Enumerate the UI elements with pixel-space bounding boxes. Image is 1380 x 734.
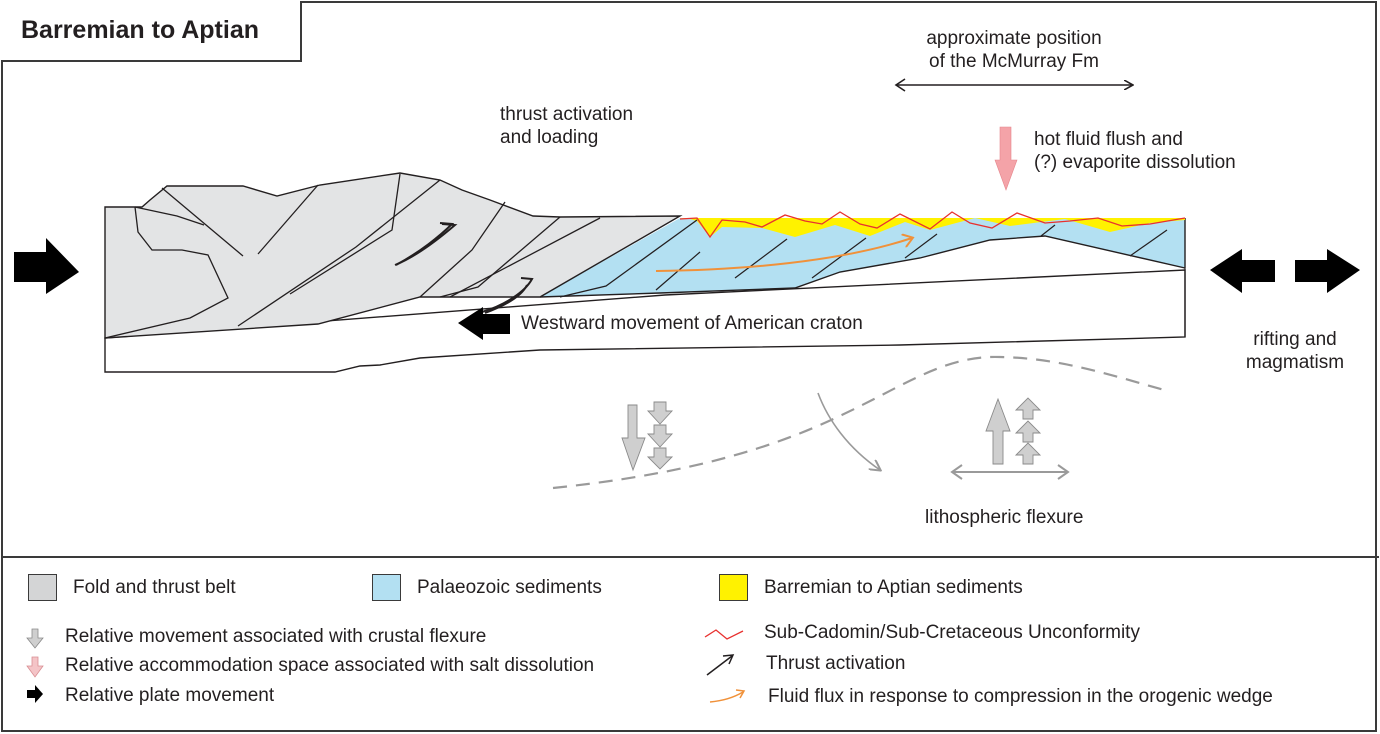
gray-down-arrow-icon bbox=[26, 628, 44, 649]
title-box: Barremian to Aptian bbox=[1, 1, 302, 62]
hot-fluid-arrow bbox=[994, 126, 1018, 191]
palaeozoic-sediments bbox=[540, 218, 1185, 297]
diagram-title: Barremian to Aptian bbox=[21, 16, 260, 44]
flexure-curved-arrow bbox=[817, 392, 880, 470]
hot-fluid-line-2: (?) evaporite dissolution bbox=[1034, 152, 1236, 173]
thrust-faults bbox=[104, 173, 698, 339]
rifting-label: rifting and magmatism bbox=[1215, 328, 1375, 374]
legend-barremian: Barremian to Aptian sediments bbox=[764, 577, 1023, 598]
legend-unconformity: Sub-Cadomin/Sub-Cretaceous Unconformity bbox=[764, 622, 1140, 643]
rifting-arrow-east bbox=[1295, 249, 1360, 293]
black-right-arrow-icon bbox=[27, 685, 43, 703]
unconformity-line bbox=[679, 211, 1186, 239]
thrust-activation-line-2: and loading bbox=[500, 127, 599, 148]
hot-fluid-label: hot fluid flush and (?) evaporite dissol… bbox=[1034, 128, 1236, 174]
plate-movement-arrow-east bbox=[14, 238, 79, 294]
thrust-activation-line-1: thrust activation bbox=[500, 104, 634, 125]
pink-down-arrow-icon bbox=[26, 656, 44, 678]
thrust-activation-label: thrust activation and loading bbox=[500, 103, 633, 149]
hot-fluid-line-1: hot fluid flush and bbox=[1034, 129, 1183, 150]
legend-palaeozoic: Palaeozoic sediments bbox=[417, 577, 602, 598]
legend-thrust-activation: Thrust activation bbox=[766, 653, 906, 674]
legend-plate-movement: Relative plate movement bbox=[65, 685, 275, 706]
legend-fluid-flux: Fluid flux in response to compression in… bbox=[768, 686, 1273, 707]
legend-arrow-icons bbox=[26, 628, 44, 703]
orange-flux-arrow-icon bbox=[709, 689, 746, 703]
legend-salt-dissolution: Relative accommodation space associated … bbox=[65, 655, 595, 676]
red-zigzag-icon bbox=[704, 629, 744, 640]
palaeozoic-swatch bbox=[372, 574, 401, 601]
uplift-arrows bbox=[985, 397, 1042, 465]
westward-arrow bbox=[458, 307, 510, 340]
basement-crust bbox=[104, 269, 1186, 373]
rifting-arrow-west bbox=[1210, 249, 1275, 293]
fluid-flux-arrow bbox=[655, 238, 912, 272]
barremian-swatch bbox=[719, 574, 748, 601]
rifting-line-1: rifting and bbox=[1253, 329, 1337, 350]
fold-belt-swatch bbox=[28, 574, 57, 601]
legend-line-icons bbox=[704, 629, 746, 703]
rifting-line-2: magmatism bbox=[1245, 352, 1345, 373]
flexure-profile bbox=[552, 355, 1169, 490]
subsidence-arrows bbox=[621, 401, 674, 472]
mcmurray-line-2: of the McMurray Fm bbox=[929, 51, 1099, 72]
mcmurray-line-1: approximate position bbox=[926, 28, 1102, 49]
lithospheric-flexure-label: lithospheric flexure bbox=[925, 507, 1084, 528]
mcmurray-label: approximate position of the McMurray Fm bbox=[903, 27, 1125, 73]
legend-fold-belt: Fold and thrust belt bbox=[73, 577, 236, 598]
westward-movement-label: Westward movement of American craton bbox=[521, 313, 863, 334]
black-thrust-arrow-icon bbox=[706, 654, 735, 676]
legend-divider bbox=[1, 556, 1379, 558]
legend-crustal-flexure: Relative movement associated with crusta… bbox=[65, 626, 487, 647]
